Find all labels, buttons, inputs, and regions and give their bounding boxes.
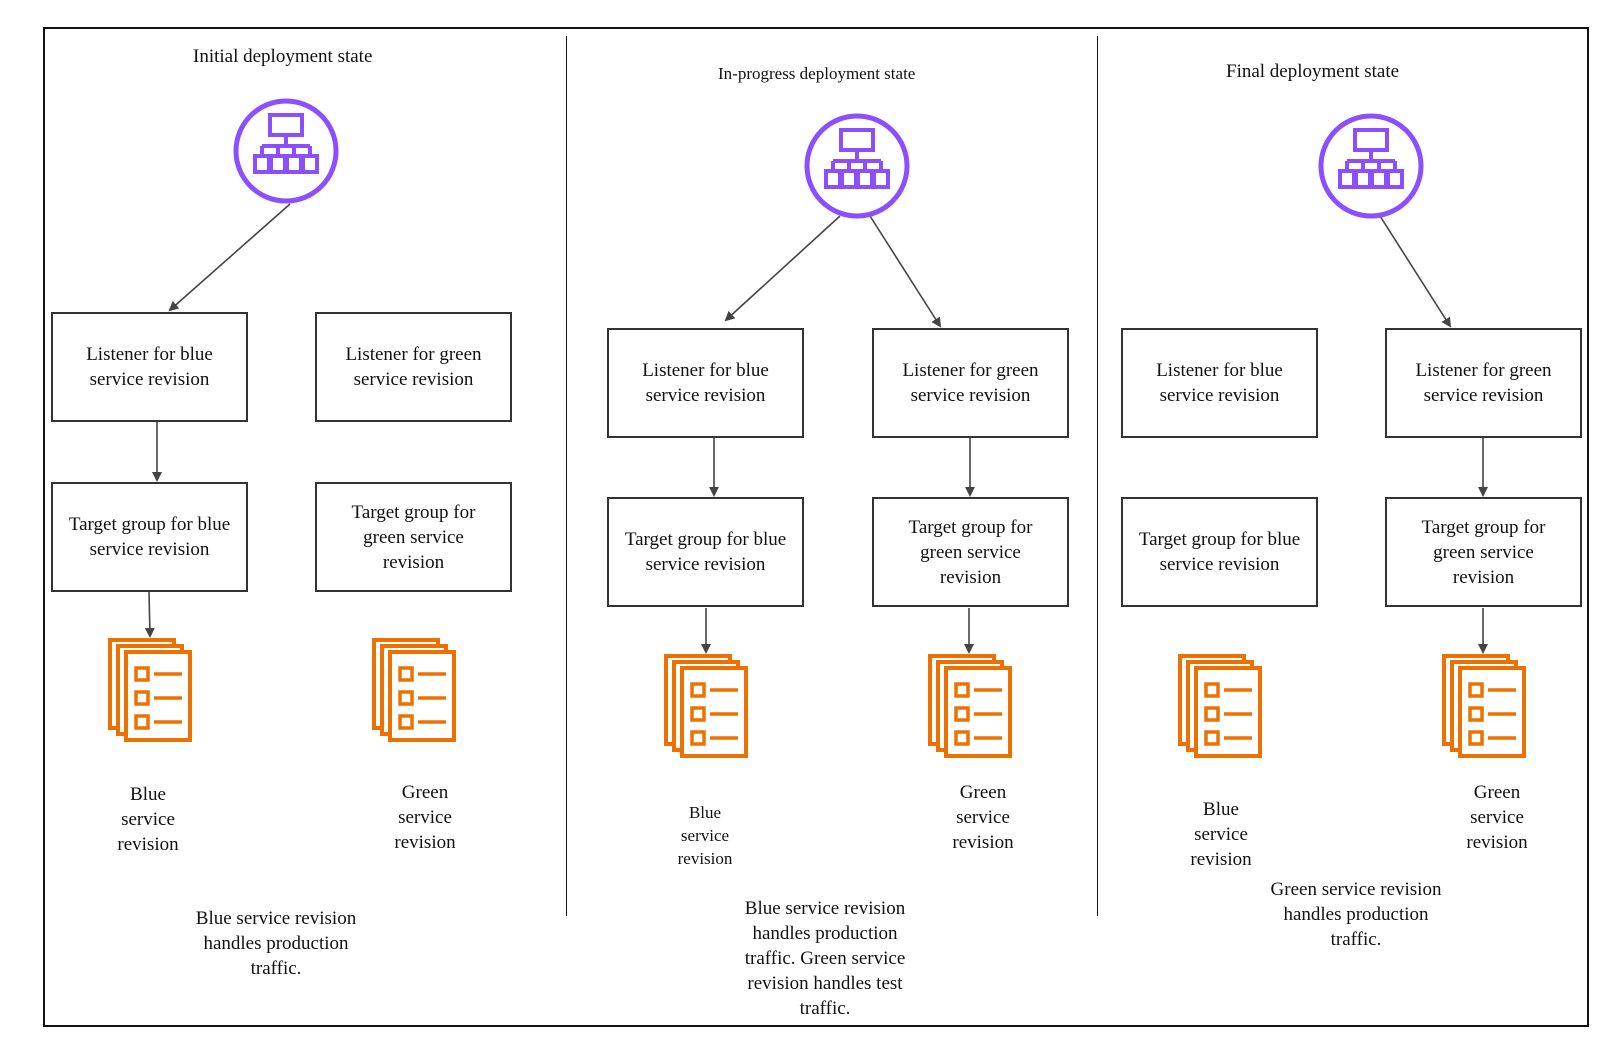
- green-target-group-box: Target group for green service revision: [872, 497, 1069, 607]
- blue-target-group-label: Target group for blue service revision: [624, 529, 787, 575]
- blue-listener-label: Listener for blue service revision: [86, 344, 213, 390]
- load-balancer-icon: [804, 113, 910, 219]
- document-stack-icon: [1178, 654, 1262, 758]
- blue-revision-label: Blue service revision: [1190, 799, 1252, 870]
- green-revision-label: Green service revision: [394, 782, 456, 853]
- blue-revision-label: Blue service revision: [677, 803, 733, 868]
- load-balancer-icon: [1318, 113, 1424, 219]
- panel-title: Initial deployment state: [193, 46, 373, 67]
- blue-revision-label: Blue service revision: [117, 784, 179, 855]
- blue-target-group-box: Target group for blue service revision: [1121, 497, 1318, 607]
- blue-listener-label: Listener for blue service revision: [642, 360, 769, 406]
- green-listener-box: Listener for green service revision: [315, 312, 512, 422]
- blue-target-group-label: Target group for blue service revision: [1138, 529, 1301, 575]
- arrow-lb-to-blue-listener: [168, 203, 291, 312]
- green-target-group-label: Target group for green service revision: [351, 501, 476, 573]
- panel-note: Green service revision handles productio…: [1270, 879, 1442, 950]
- document-stack-icon: [1442, 654, 1526, 758]
- document-stack-icon: [108, 638, 192, 742]
- green-listener-box: Listener for green service revision: [872, 328, 1069, 438]
- document-stack-icon: [928, 654, 1012, 758]
- green-listener-label: Listener for green service revision: [902, 360, 1039, 406]
- diagram-frame: [43, 27, 1589, 1027]
- panel-note: Blue service revision handles production…: [744, 898, 906, 1019]
- load-balancer-icon: [233, 98, 339, 204]
- green-revision-label: Green service revision: [1466, 782, 1528, 853]
- blue-listener-box: Listener for blue service revision: [607, 328, 804, 438]
- blue-listener-label: Listener for blue service revision: [1156, 360, 1283, 406]
- blue-target-group-box: Target group for blue service revision: [51, 482, 248, 592]
- document-stack-icon: [372, 638, 456, 742]
- panel-title: Final deployment state: [1226, 61, 1400, 82]
- green-listener-box: Listener for green service revision: [1385, 328, 1582, 438]
- blue-listener-box: Listener for blue service revision: [51, 312, 248, 422]
- blue-listener-box: Listener for blue service revision: [1121, 328, 1318, 438]
- arrow-lb-to-blue-listener: [724, 215, 841, 322]
- green-target-group-label: Target group for green service revision: [908, 516, 1033, 588]
- panel-divider-1: [566, 36, 567, 916]
- green-target-group-box: Target group for green service revision: [315, 482, 512, 592]
- green-listener-label: Listener for green service revision: [345, 344, 482, 390]
- panel-title: In-progress deployment state: [718, 64, 916, 83]
- blue-target-group-box: Target group for blue service revision: [607, 497, 804, 607]
- arrow-blue-target-group-to-revision: [144, 591, 155, 638]
- blue-target-group-label: Target group for blue service revision: [68, 514, 231, 560]
- green-revision-label: Green service revision: [952, 782, 1014, 853]
- panel-note: Blue service revision handles production…: [195, 908, 357, 979]
- arrow-lb-to-green-listener: [869, 215, 942, 328]
- green-listener-label: Listener for green service revision: [1415, 360, 1552, 406]
- document-stack-icon: [664, 654, 748, 758]
- panel-divider-2: [1097, 36, 1098, 916]
- arrow-lb-to-green-listener: [1379, 215, 1452, 328]
- green-target-group-box: Target group for green service revision: [1385, 497, 1582, 607]
- green-target-group-label: Target group for green service revision: [1421, 516, 1546, 588]
